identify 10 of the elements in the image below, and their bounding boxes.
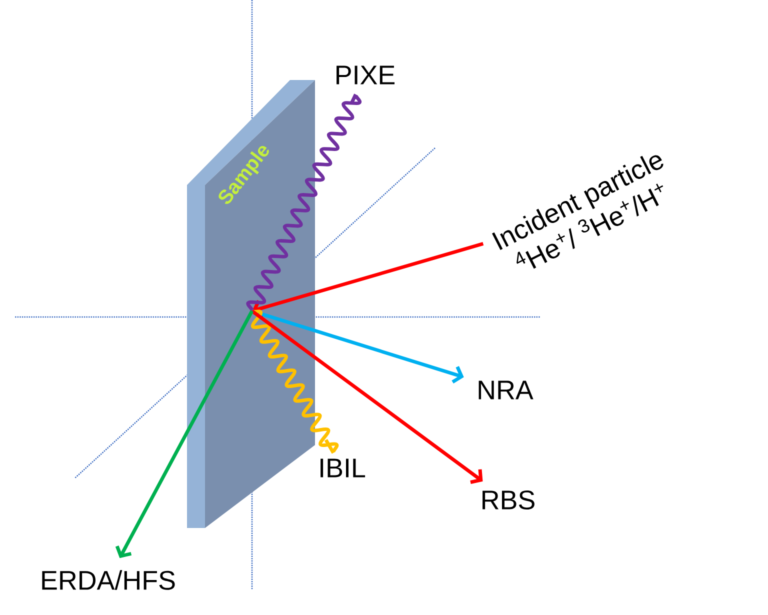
technique-label: RBS [482,490,534,510]
technique-label: ERDA/HFS [42,570,175,590]
technique-label: NRA [478,380,534,400]
wavy-line [251,309,339,455]
arrow [250,310,483,484]
arrow [252,242,484,318]
arrow [251,309,464,384]
arrow [115,310,254,558]
technique-label: IBIL [320,458,366,478]
technique-label: PIXE [336,66,395,84]
